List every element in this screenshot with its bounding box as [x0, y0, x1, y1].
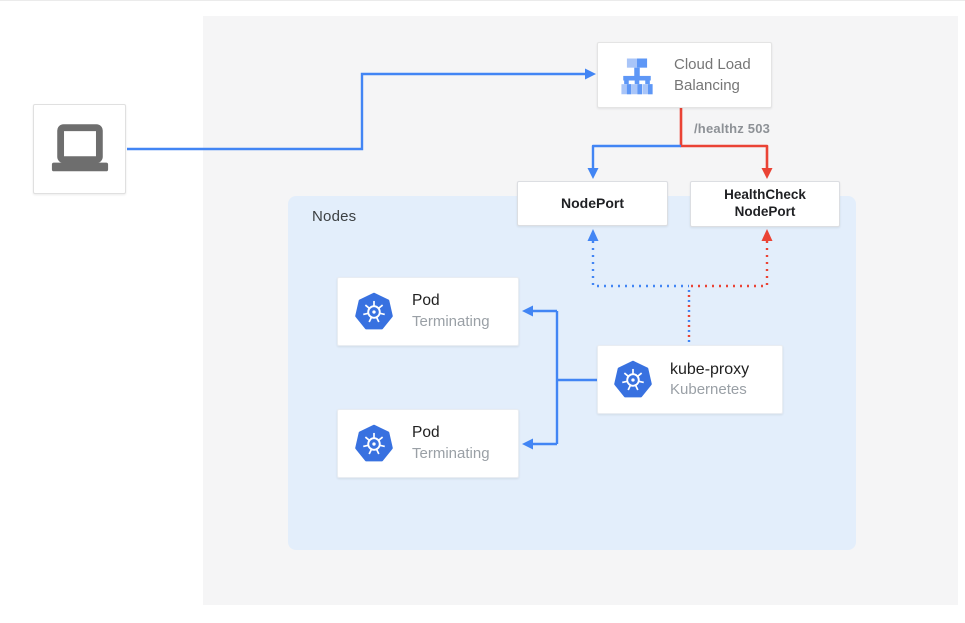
- cloud-load-balancing-label: Cloud Load Balancing: [674, 56, 751, 94]
- pod-title: Pod: [412, 291, 440, 309]
- cloud-load-balancing-icon: [615, 53, 659, 97]
- kubernetes-icon: [354, 292, 394, 332]
- pod-title: Pod: [412, 423, 440, 441]
- nodeport-label: NodePort: [561, 194, 624, 211]
- kubernetes-icon: [354, 424, 394, 464]
- pod-node-1: Pod Terminating: [337, 277, 519, 346]
- kubernetes-icon: [613, 360, 653, 400]
- kube-proxy-subtitle: Kubernetes: [670, 381, 747, 399]
- kube-proxy-title: kube-proxy: [670, 360, 750, 378]
- laptop-icon: [49, 123, 111, 175]
- pod-node-2: Pod Terminating: [337, 409, 519, 478]
- client-node: [33, 104, 126, 194]
- pod-status: Terminating: [412, 312, 490, 330]
- pod-status: Terminating: [412, 444, 490, 462]
- healthcheck-nodeport-node: HealthCheck NodePort: [690, 181, 840, 227]
- cloud-load-balancing-node: Cloud Load Balancing: [597, 42, 772, 108]
- healthz-edge-label: /healthz 503: [694, 121, 771, 136]
- healthcheck-nodeport-label: HealthCheck NodePort: [724, 187, 806, 219]
- kube-proxy-node: kube-proxy Kubernetes: [597, 345, 783, 414]
- nodeport-node: NodePort: [517, 181, 668, 226]
- nodes-group-label: Nodes: [312, 208, 357, 225]
- top-border-line: [0, 0, 965, 1]
